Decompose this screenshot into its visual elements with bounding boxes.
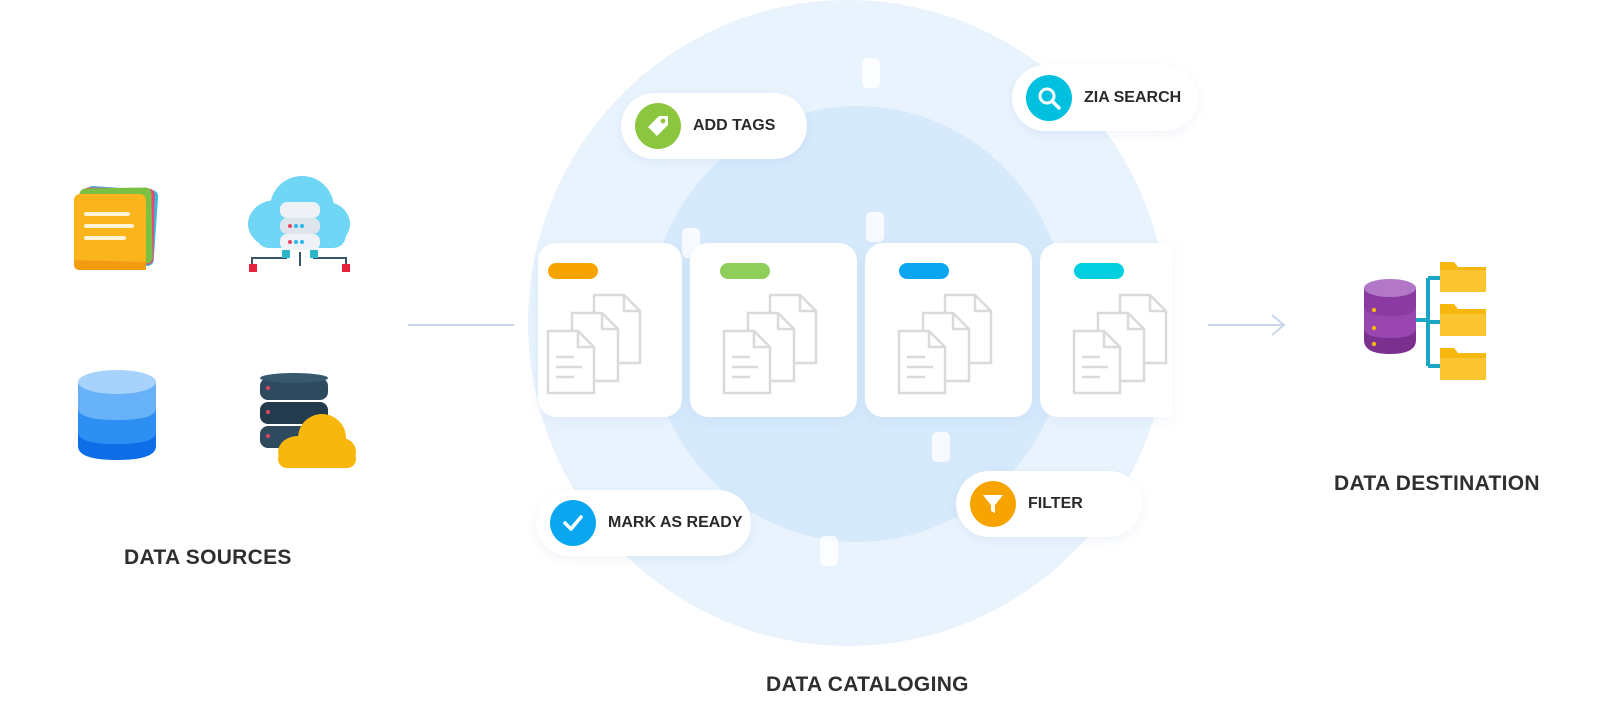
check-icon bbox=[550, 500, 596, 546]
sticky-notes-icon bbox=[70, 182, 162, 279]
card-tag bbox=[899, 263, 949, 279]
sources-connector bbox=[408, 324, 514, 326]
catalog-card[interactable] bbox=[865, 243, 1032, 417]
arrow-right-icon bbox=[1268, 313, 1288, 342]
documents-icon bbox=[895, 291, 1003, 404]
decor-dot bbox=[862, 58, 880, 88]
filter-icon bbox=[970, 481, 1016, 527]
catalog-card[interactable] bbox=[690, 243, 857, 417]
cloud-server-icon bbox=[246, 174, 352, 283]
add-tags-action[interactable]: ADD TAGS bbox=[621, 93, 807, 159]
data-cataloging-label: DATA CATALOGING bbox=[766, 673, 969, 696]
search-icon bbox=[1026, 75, 1072, 121]
card-tag bbox=[1074, 263, 1124, 279]
zia-search-label: ZIA SEARCH bbox=[1084, 89, 1182, 106]
zia-search-action[interactable]: ZIA SEARCH bbox=[1012, 65, 1198, 131]
documents-icon bbox=[1070, 291, 1172, 404]
cloud-database-icon bbox=[258, 372, 358, 477]
decor-dot bbox=[866, 212, 884, 242]
card-tag bbox=[720, 263, 770, 279]
data-destination-label: DATA DESTINATION bbox=[1334, 472, 1540, 495]
data-sources-label: DATA SOURCES bbox=[124, 546, 292, 569]
filter-action[interactable]: FILTER bbox=[956, 471, 1142, 537]
database-folders-icon bbox=[1362, 258, 1490, 389]
catalog-card[interactable] bbox=[538, 243, 682, 417]
decor-dot bbox=[820, 536, 838, 566]
filter-label: FILTER bbox=[1028, 495, 1083, 512]
tag-icon bbox=[635, 103, 681, 149]
documents-icon bbox=[544, 291, 652, 404]
database-icon bbox=[76, 368, 158, 469]
destination-connector bbox=[1208, 324, 1284, 326]
decor-dot bbox=[932, 432, 950, 462]
documents-icon bbox=[720, 291, 828, 404]
mark-as-ready-action[interactable]: MARK AS READY bbox=[536, 490, 751, 556]
mark-as-ready-label: MARK AS READY bbox=[608, 514, 743, 531]
add-tags-label: ADD TAGS bbox=[693, 117, 776, 134]
card-tag bbox=[548, 263, 598, 279]
catalog-card[interactable] bbox=[1040, 243, 1172, 417]
